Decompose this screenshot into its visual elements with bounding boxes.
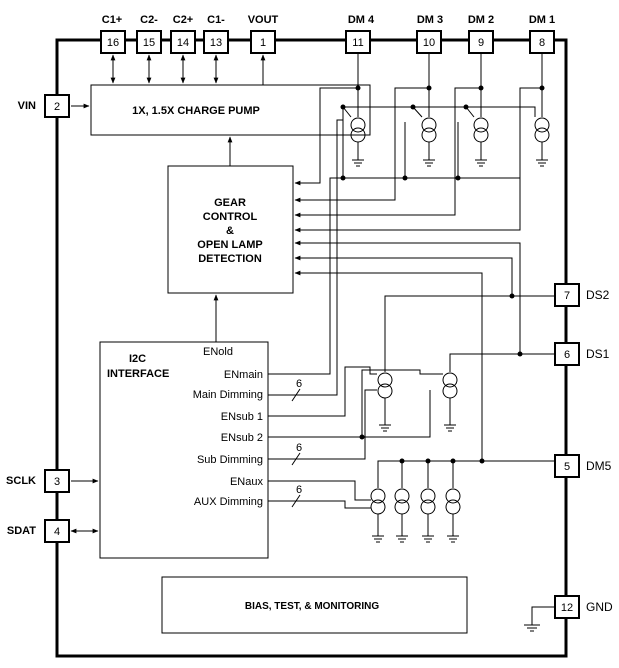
pin-label-c1-minus: C1-	[207, 14, 225, 26]
bus-slash	[291, 452, 301, 466]
svg-text:CONTROL: CONTROL	[203, 211, 258, 223]
current-sink-icon	[420, 488, 436, 515]
charge-pump-pin-wires	[70, 54, 266, 534]
pin-9: 9	[468, 30, 494, 54]
pin-4: 4	[44, 519, 70, 543]
pin-label-sdat: SDAT	[7, 525, 36, 537]
aux-current-sinks	[268, 270, 555, 543]
i2c-interface-block: I2C INTERFACE ENold ENmain Main Dimming …	[99, 341, 269, 559]
svg-text:4: 4	[54, 526, 60, 538]
pin-label-sclk: SCLK	[6, 475, 36, 487]
svg-text:15: 15	[143, 37, 155, 49]
pin-label-dm2: DM 2	[468, 14, 494, 26]
ground-icon	[524, 606, 555, 632]
pin-label-dm1: DM 1	[529, 14, 555, 26]
sub-current-sinks	[268, 240, 555, 466]
current-sink-icon	[473, 117, 489, 143]
svg-text:3: 3	[54, 476, 60, 488]
svg-text:11: 11	[352, 37, 363, 49]
svg-text:&: &	[226, 225, 234, 237]
svg-text:10: 10	[423, 37, 435, 49]
sig-ensub1: ENsub 1	[221, 411, 263, 423]
pin-7: 7	[554, 283, 580, 307]
bus-width-aux: 6	[296, 484, 302, 496]
main-current-sinks	[268, 53, 550, 402]
current-sink-icon	[442, 372, 458, 399]
svg-text:8: 8	[539, 37, 545, 49]
current-sink-icon	[370, 488, 386, 515]
pin-label-dm3: DM 3	[417, 14, 443, 26]
pin-13: 13	[203, 30, 229, 54]
pin-2: 2	[44, 94, 70, 118]
pin-label-c2-minus: C2-	[140, 14, 158, 26]
current-sink-icon	[445, 488, 461, 515]
bus-width-sub: 6	[296, 442, 302, 454]
pin-14: 14	[170, 30, 196, 54]
sig-enmain: ENmain	[224, 369, 263, 381]
pin-label-vin: VIN	[18, 100, 36, 112]
current-sink-icon	[394, 488, 410, 515]
pin-label-dm4: DM 4	[348, 14, 375, 26]
current-sink-icon	[421, 117, 437, 143]
bus-slash	[291, 494, 301, 508]
pin-label-vout: VOUT	[248, 14, 279, 26]
pin-label-dm5: DM5	[586, 459, 612, 473]
pin-15: 15	[136, 30, 162, 54]
current-sink-icon	[377, 372, 393, 399]
pin-label-c2-plus: C2+	[173, 14, 194, 26]
svg-text:OPEN LAMP: OPEN LAMP	[197, 239, 262, 251]
charge-pump-label: 1X, 1.5X CHARGE PUMP	[132, 105, 260, 117]
pin-label-ds1: DS1	[586, 347, 610, 361]
svg-text:2: 2	[54, 101, 60, 113]
svg-text:6: 6	[564, 349, 570, 361]
sig-ensub2: ENsub 2	[221, 432, 263, 444]
bus-slash	[291, 388, 301, 402]
pin-label-gnd: GND	[586, 600, 613, 614]
svg-text:16: 16	[107, 37, 119, 49]
svg-text:13: 13	[210, 37, 222, 49]
sig-aux-dimming: AUX Dimming	[194, 496, 263, 508]
svg-text:DETECTION: DETECTION	[198, 253, 262, 265]
svg-text:12: 12	[561, 602, 573, 614]
sig-sub-dimming: Sub Dimming	[197, 454, 263, 466]
pin-6: 6	[554, 342, 580, 366]
svg-text:9: 9	[478, 37, 484, 49]
current-sink-icon	[534, 117, 550, 143]
pin-label-c1-plus: C1+	[102, 14, 123, 26]
svg-text:BIAS, TEST, & MONITORING: BIAS, TEST, & MONITORING	[245, 601, 379, 612]
pin-label-ds2: DS2	[586, 288, 610, 302]
pin-3: 3	[44, 469, 70, 493]
pin-1: 1	[250, 30, 276, 54]
svg-text:GEAR: GEAR	[214, 197, 246, 209]
sig-main-dimming: Main Dimming	[193, 389, 263, 401]
svg-text:I2C: I2C	[129, 353, 146, 365]
svg-text:5: 5	[564, 461, 570, 473]
bias-test-block: BIAS, TEST, & MONITORING	[161, 576, 468, 634]
pin-16: 16	[100, 30, 126, 54]
svg-text:INTERFACE: INTERFACE	[107, 368, 169, 380]
svg-text:7: 7	[564, 290, 570, 302]
sig-enaux: ENaux	[230, 476, 264, 488]
svg-text:14: 14	[177, 37, 189, 49]
pin-12: 12	[554, 595, 580, 619]
sig-enold: ENold	[203, 346, 233, 358]
pin-5: 5	[554, 454, 580, 478]
svg-text:1: 1	[260, 37, 266, 49]
charge-pump-block: 1X, 1.5X CHARGE PUMP	[90, 84, 371, 136]
pin-10: 10	[416, 30, 442, 54]
gear-control-block: GEAR CONTROL & OPEN LAMP DETECTION	[167, 165, 294, 294]
pin-11: 11	[345, 30, 371, 54]
pin-8: 8	[529, 30, 555, 54]
bus-width-main: 6	[296, 378, 302, 390]
